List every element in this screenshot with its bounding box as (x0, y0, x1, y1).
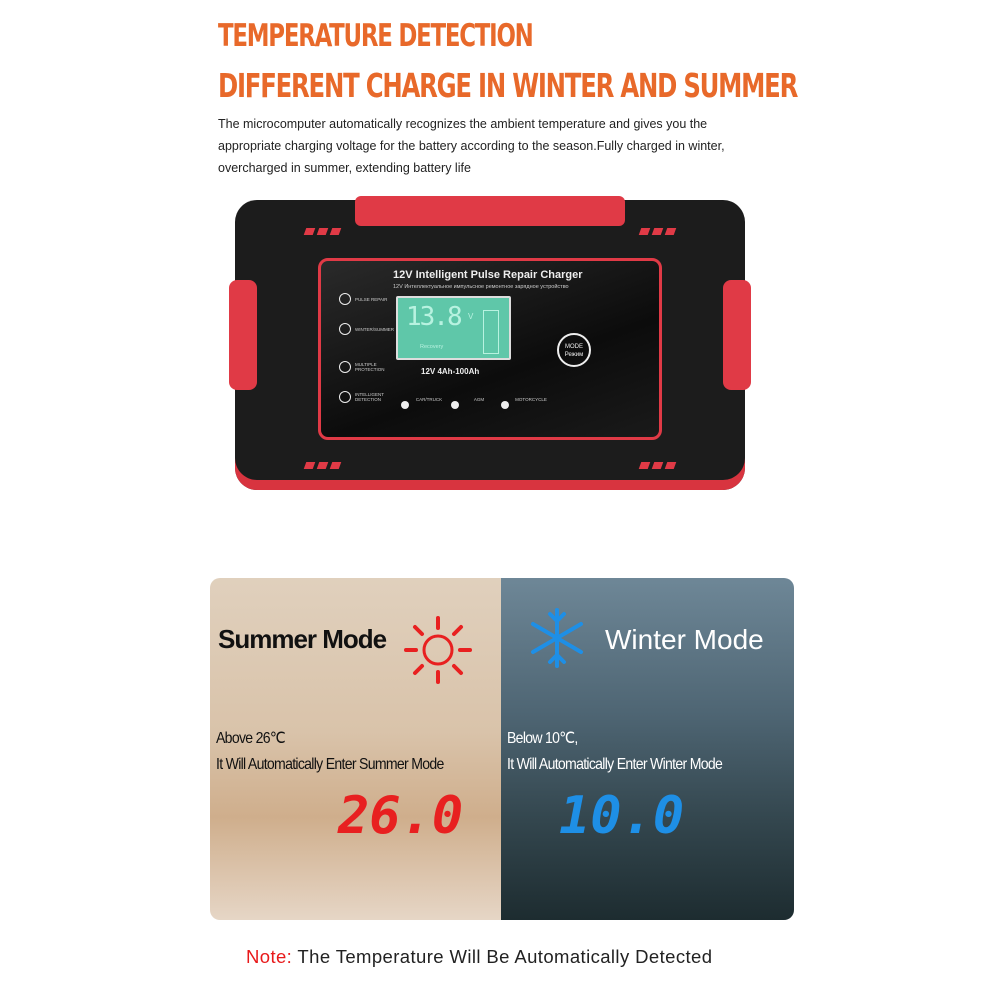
feature-pulse-repair: PULSE REPAIR (339, 293, 399, 305)
charger-top-trim (355, 196, 625, 226)
vent (638, 462, 677, 469)
snowflake-icon (531, 608, 583, 668)
voltage-unit: V (468, 312, 474, 321)
note-text: The Temperature Will Be Automatically De… (292, 946, 713, 967)
motorcycle-label: MOTORCYCLE (515, 397, 547, 402)
feature-detection: INTELLIGENT DETECTION (339, 391, 399, 403)
charger-title: 12V Intelligent Pulse Repair Charger (393, 269, 583, 281)
feature-protection: MULTIPLE PROTECTION (339, 361, 399, 373)
description: The microcomputer automatically recogniz… (218, 117, 725, 175)
summer-temperature-display: 26.0 (338, 786, 464, 846)
winter-condition: Below 10℃,It Will Automatically Enter Wi… (507, 730, 723, 773)
shield-icon (339, 293, 351, 305)
capacity-range: 12V 4Ah-100Ah (421, 367, 480, 376)
agm-label: AGM (473, 397, 485, 402)
protection-icon (339, 361, 351, 373)
charger-product-image: 12V Intelligent Pulse Repair Charger 12V… (229, 196, 751, 490)
voltage-readout: 13.8 (406, 302, 463, 332)
vent (303, 462, 342, 469)
pulse-icon (339, 391, 351, 403)
car-truck-label: CAR/TRUCK (415, 397, 443, 402)
recovery-label: Recovery (420, 344, 444, 350)
vent (303, 228, 342, 235)
right-bumper (723, 280, 751, 390)
indicator-led (451, 401, 459, 409)
feature-winter-summer: WINTER/SUMMER (339, 323, 399, 335)
note: Note: The Temperature Will Be Automatica… (246, 946, 712, 968)
lcd-display: 13.8 V Recovery (396, 296, 511, 360)
winter-panel: Winter Mode Below 10℃,It Will Automatica… (501, 578, 794, 920)
heading-temperature-detection: TEMPERATURE DETECTION (218, 18, 534, 54)
charger-subtitle: 12V Интеллектуальное импульсное ремонтно… (393, 284, 569, 290)
heading-different-charge: DIFFERENT CHARGE IN WINTER AND SUMMER (218, 66, 798, 105)
indicator-led (501, 401, 509, 409)
left-bumper (229, 280, 257, 390)
vent (638, 228, 677, 235)
note-label: Note: (246, 946, 293, 967)
half-circle-icon (339, 323, 351, 335)
control-panel: 12V Intelligent Pulse Repair Charger 12V… (318, 258, 662, 440)
summer-mode-title: Summer Mode (218, 624, 387, 654)
winter-mode-title: Winter Mode (605, 624, 764, 655)
battery-level-icon (483, 310, 499, 354)
winter-temperature-display: 10.0 (559, 786, 685, 846)
sun-icon (404, 616, 472, 684)
indicator-led (401, 401, 409, 409)
